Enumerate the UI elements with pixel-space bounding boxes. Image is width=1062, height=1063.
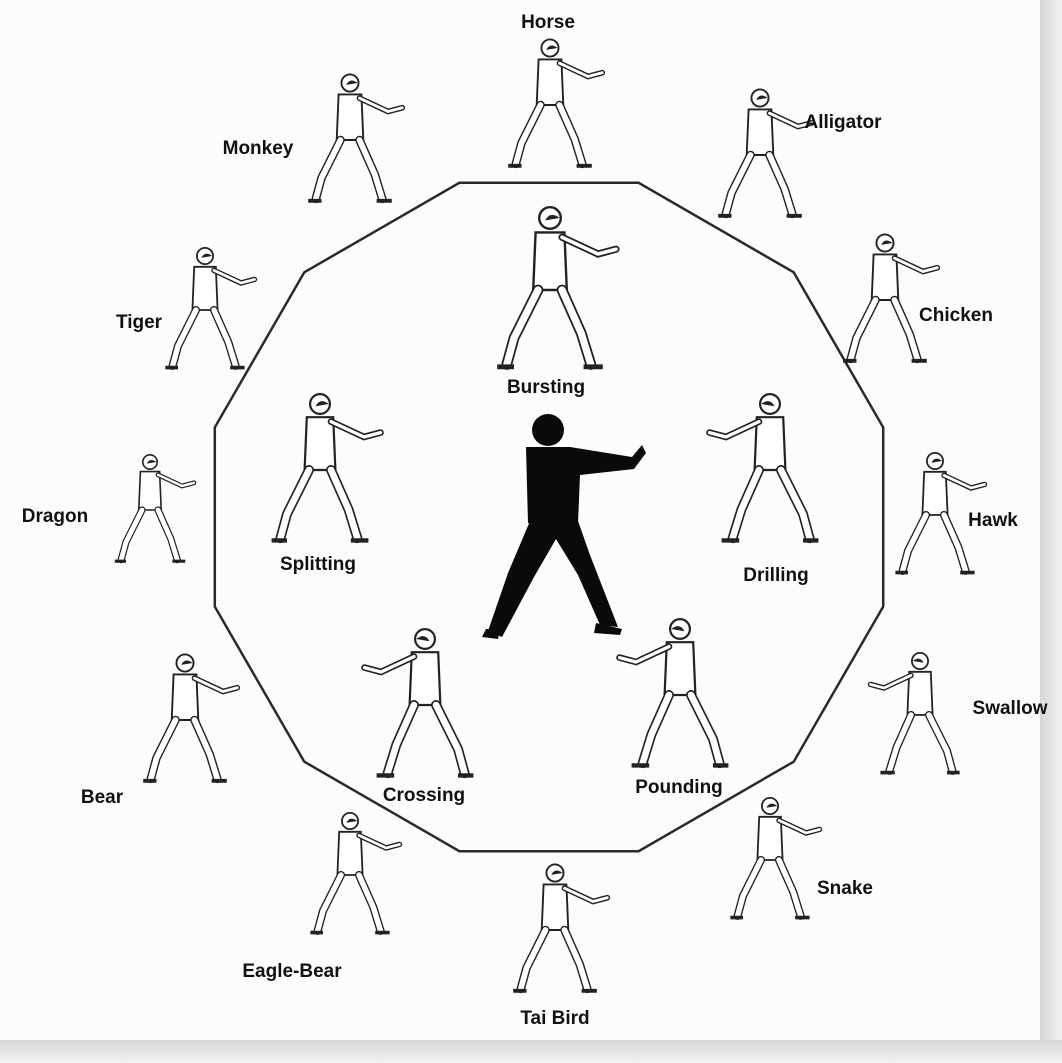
poster-canvas [0, 0, 1040, 1040]
inner-form-figure-bursting [497, 207, 616, 367]
animal-form-figure-monkey [308, 74, 402, 200]
animal-form-label-dragon: Dragon [22, 506, 89, 527]
center-silhouette-figure [482, 414, 646, 639]
animal-form-label-swallow: Swallow [973, 698, 1048, 719]
animal-form-figure-alligator [718, 89, 812, 215]
inner-form-figure-drilling [710, 394, 819, 540]
inner-form-figure-pounding [620, 619, 729, 765]
animal-form-figure-swallow [871, 653, 960, 773]
animal-form-figure-bear [143, 654, 237, 780]
inner-form-label-splitting: Splitting [280, 554, 356, 575]
animal-form-label-monkey: Monkey [223, 138, 294, 159]
canvas-edge-right [1040, 0, 1062, 1063]
inner-form-figure-crossing [365, 629, 474, 775]
animal-form-label-horse: Horse [521, 12, 575, 33]
animal-form-figure-dragon [115, 455, 194, 561]
animal-form-figure-eagle-bear [310, 813, 399, 933]
animal-form-label-eagle-bear: Eagle-Bear [242, 961, 342, 982]
inner-form-figure-splitting [272, 394, 381, 540]
inner-form-label-crossing: Crossing [383, 785, 465, 806]
animal-form-label-chicken: Chicken [919, 305, 993, 326]
animal-form-label-bear: Bear [81, 787, 124, 808]
dodecagon-outline [213, 181, 885, 853]
animal-form-figure-chicken [843, 234, 937, 360]
animal-form-label-tiger: Tiger [116, 312, 163, 333]
animal-form-label-tai-bird: Tai Bird [520, 1008, 589, 1029]
inner-form-label-drilling: Drilling [743, 565, 808, 586]
inner-form-label-bursting: Bursting [507, 377, 585, 398]
animal-form-label-hawk: Hawk [968, 510, 1018, 531]
animal-form-figure-snake [730, 798, 819, 918]
animal-form-label-alligator: Alligator [804, 112, 882, 133]
animal-form-label-snake: Snake [817, 878, 873, 899]
inner-form-label-pounding: Pounding [635, 777, 723, 798]
animal-form-figure-horse [508, 39, 602, 165]
animal-form-figure-tiger [165, 248, 254, 368]
animal-form-figure-tai-bird [513, 864, 607, 990]
canvas-edge-bottom [0, 1040, 1062, 1063]
